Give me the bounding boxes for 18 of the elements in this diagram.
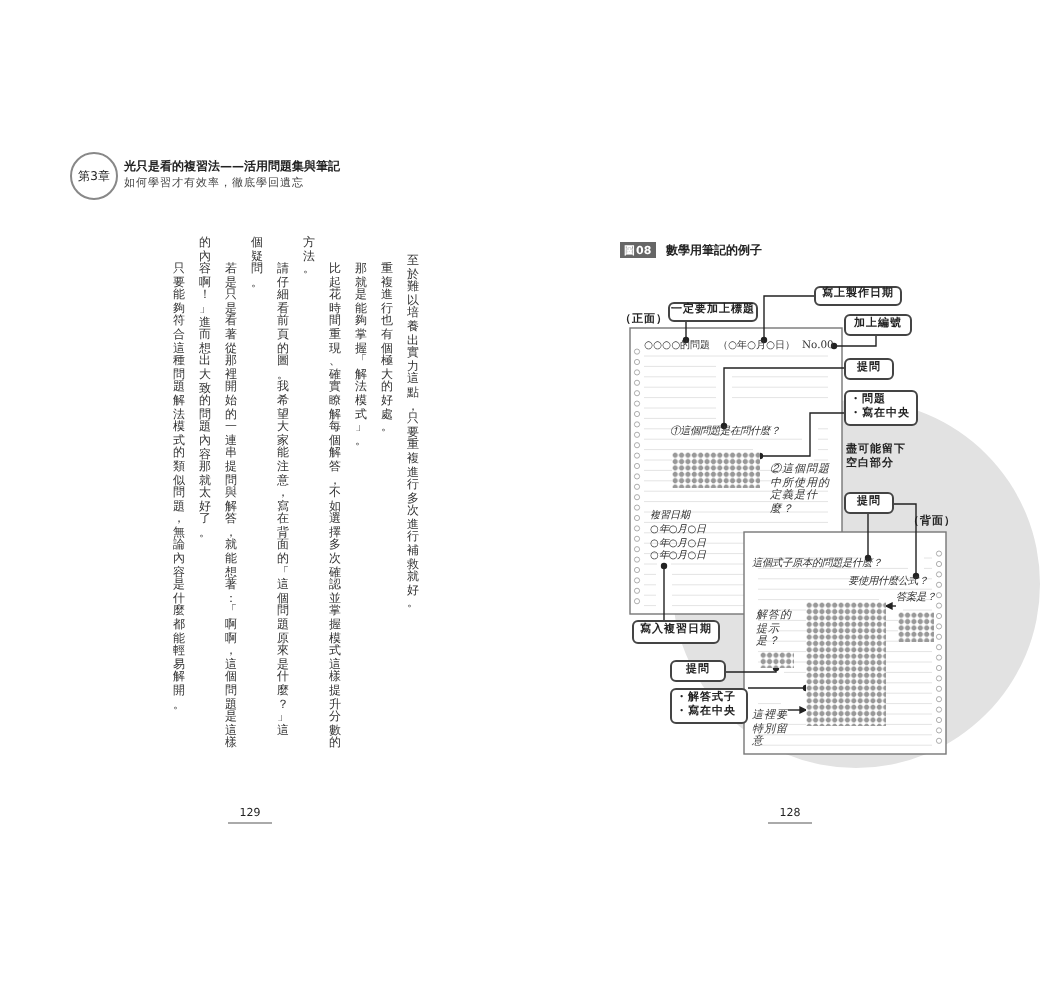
leader-line xyxy=(893,503,920,580)
leader-line xyxy=(720,367,845,430)
leader-line xyxy=(747,684,810,692)
leader-line xyxy=(660,562,668,621)
leader-line xyxy=(725,664,780,673)
hatched-block xyxy=(760,652,794,668)
callout-box xyxy=(844,390,918,426)
leader-line xyxy=(760,295,815,344)
hatched-block xyxy=(806,602,886,726)
leader-line xyxy=(864,513,872,562)
leader-line xyxy=(682,321,690,344)
leader-line xyxy=(830,335,877,350)
hatched-block xyxy=(672,452,760,488)
arrow xyxy=(884,602,897,610)
callout-box xyxy=(670,688,748,724)
hatched-block xyxy=(898,612,934,642)
arrow xyxy=(787,706,808,714)
leader-line xyxy=(756,412,845,460)
